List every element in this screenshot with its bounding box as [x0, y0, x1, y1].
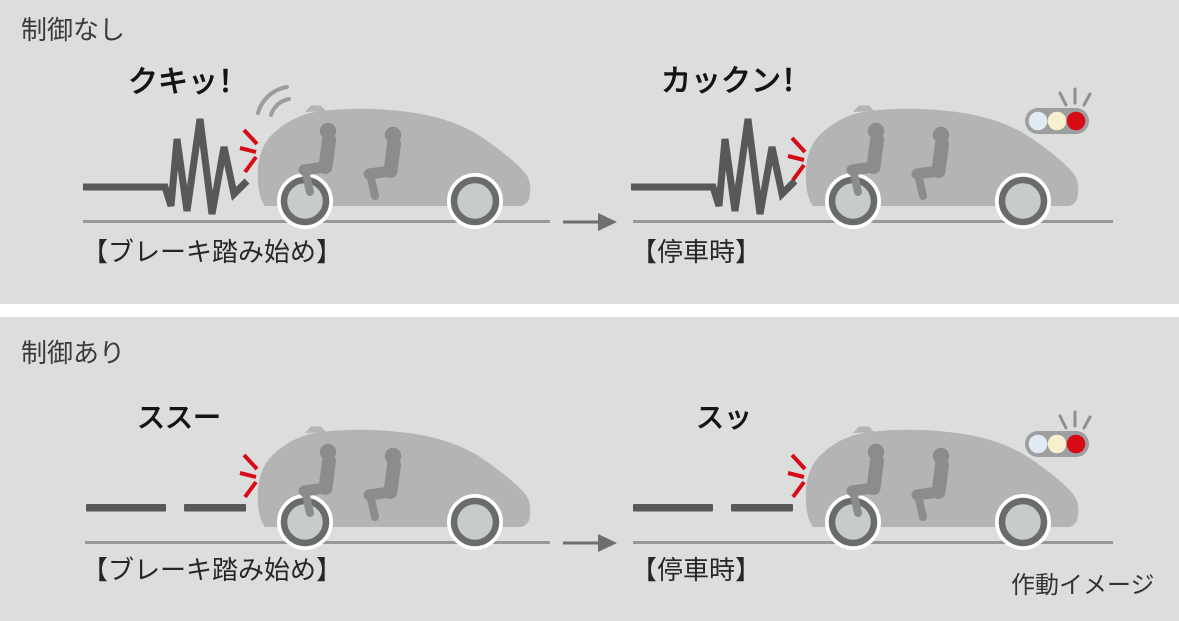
traffic-light-red	[1023, 87, 1092, 136]
caption-stopped: 【停車時】	[631, 237, 762, 267]
caption-brake-start: 【ブレーキ踏み始め】	[82, 237, 343, 267]
transition-arrow	[561, 532, 619, 554]
zigzag-brake-line	[631, 119, 795, 214]
sound-label-sutt: スッ	[696, 402, 753, 433]
impact-marks	[786, 136, 807, 182]
motion-arcs-icon	[256, 85, 291, 117]
footer-note: 作動イメージ	[1011, 572, 1155, 599]
dashed-brake-line	[86, 504, 246, 512]
zigzag-brake-line	[83, 119, 247, 214]
caption-brake-start: 【ブレーキ踏み始め】	[82, 555, 343, 585]
impact-marks	[238, 128, 259, 174]
caption-stopped: 【停車時】	[631, 555, 762, 585]
sound-label-susuu: ススー	[137, 402, 222, 433]
dashed-brake-line	[633, 504, 793, 512]
impact-marks	[786, 453, 807, 499]
car-illustration	[258, 106, 531, 230]
car-illustration	[258, 427, 531, 551]
sound-label-kakkun: カックン！	[661, 65, 811, 98]
ground-line	[633, 541, 1113, 544]
traffic-light-red	[1023, 410, 1092, 459]
ground-line	[633, 220, 1113, 223]
impact-marks	[238, 453, 259, 499]
panel-title-no-control: 制御なし	[21, 15, 126, 45]
sound-label-kukitt: クキッ！	[128, 66, 248, 99]
transition-arrow	[561, 211, 619, 233]
panel-title-with-control: 制御あり	[21, 338, 126, 368]
